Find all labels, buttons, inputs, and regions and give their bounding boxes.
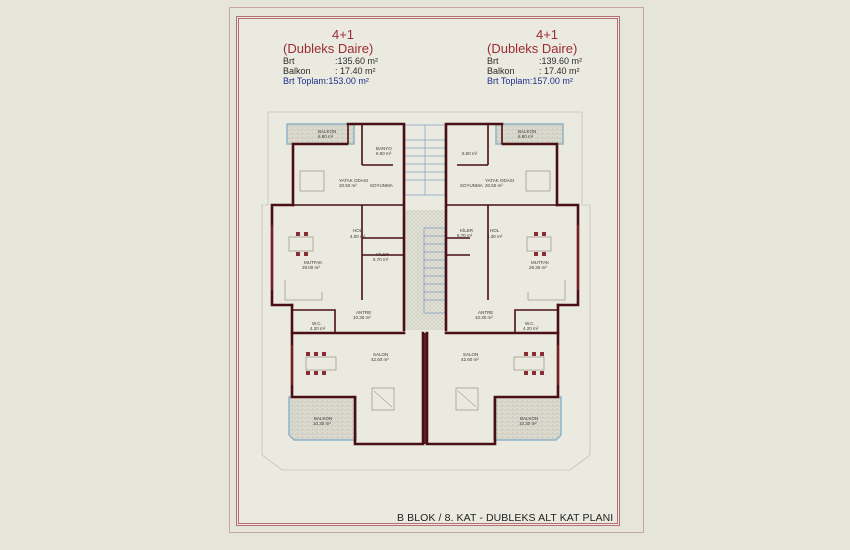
- room-label: MUTFAK: [531, 260, 549, 265]
- room-label: ANTRE: [356, 310, 371, 315]
- room-label: SALON: [463, 352, 478, 357]
- room-label: BALKON: [518, 129, 536, 134]
- room-area: 4.20 m²: [523, 326, 539, 331]
- room-area: 29.30 m²: [529, 265, 547, 270]
- room-area: 10.30 m²: [519, 421, 537, 426]
- outer-frame: [229, 7, 644, 533]
- room-area: 42.60 m²: [461, 357, 479, 362]
- room-labels-right: BALKON 6.80 m² 6.50 m² YATAK ODASI 20.50…: [457, 129, 549, 426]
- room-label: KİLER: [460, 227, 474, 233]
- room-area: 29.00 m²: [302, 265, 320, 270]
- room-labels-left: BALKON 6.80 m² BANYO 6.50 m² YATAK ODASI…: [302, 129, 393, 426]
- room-label: W.C.: [312, 321, 322, 326]
- area-row-gross: Brt :139.60 m²: [487, 56, 583, 66]
- room-area: 10.30 m²: [313, 421, 331, 426]
- area-total: Brt Toplam:153.00 m²: [283, 76, 369, 86]
- room-label: YATAK ODASI: [485, 178, 514, 183]
- room-label: BALKON: [318, 129, 336, 134]
- room-label: KİLER: [376, 251, 390, 257]
- area-row-gross: Brt :135.60 m²: [283, 56, 379, 66]
- room-label: SOYUNMA: [370, 183, 393, 188]
- furniture: [284, 170, 566, 411]
- room-area: 20.50 m²: [485, 183, 503, 188]
- area-total: Brt Toplam:157.00 m²: [487, 76, 573, 86]
- site-outline: [261, 111, 591, 471]
- room-label: SALON: [373, 352, 388, 357]
- unit-type: 4+1: [331, 27, 355, 42]
- room-area: 42.60 m²: [371, 357, 389, 362]
- room-label: BALKON: [520, 416, 538, 421]
- unit-subtitle: (Dubleks Daire): [487, 41, 578, 56]
- room-area: 10.30 m²: [353, 315, 371, 320]
- room-label: W.C.: [525, 321, 535, 326]
- room-area: 5.70 m²: [457, 233, 473, 238]
- room-label: HOL: [490, 228, 500, 233]
- room-label: HOL: [353, 228, 363, 233]
- room-area: 6.50 m²: [376, 151, 392, 156]
- interior-walls: [292, 124, 558, 444]
- unit-info-left: 4+1 (Dubleks Daire) Brt :135.60 m² Balko…: [283, 28, 403, 87]
- room-area: 10.30 m²: [475, 315, 493, 320]
- room-area: 6.80 m²: [518, 134, 534, 139]
- room-area: 4.00 m²: [350, 234, 366, 239]
- room-area: 6.50 m²: [462, 151, 478, 156]
- room-label: ANTRE: [478, 310, 493, 315]
- room-area: 5.70 m²: [373, 257, 389, 262]
- room-area: 4.20 m²: [310, 326, 326, 331]
- room-label: YATAK ODASI: [339, 178, 368, 183]
- unit-info-right: 4+1 (Dubleks Daire) Brt :139.60 m² Balko…: [487, 28, 607, 87]
- plan-title: B BLOK / 8. KAT - DUBLEKS ALT KAT PLANI: [397, 512, 614, 524]
- room-area: 6.80 m²: [318, 134, 334, 139]
- unit-subtitle: (Dubleks Daire): [283, 41, 374, 56]
- unit-type: 4+1: [535, 27, 559, 42]
- room-area: 4.30 m²: [487, 234, 503, 239]
- area-row-balcony: Balkon : 17.40 m²: [283, 66, 376, 76]
- landing-hatch: [404, 210, 446, 330]
- area-row-balcony: Balkon : 17.40 m²: [487, 66, 580, 76]
- room-label: MUTFAK: [304, 260, 322, 265]
- room-area: 20.50 m²: [339, 183, 357, 188]
- room-label: BANYO: [376, 146, 392, 151]
- room-label: SOYUNMA: [460, 183, 483, 188]
- room-label: BALKON: [314, 416, 332, 421]
